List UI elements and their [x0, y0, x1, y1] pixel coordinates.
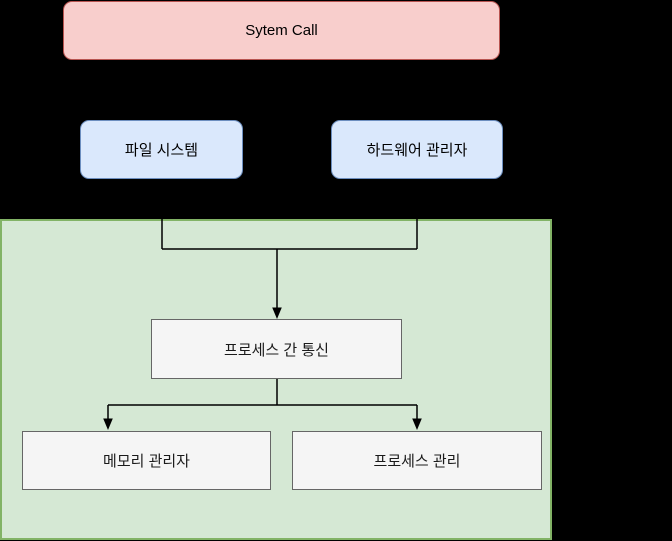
node-memory-manager-label: 메모리 관리자: [103, 453, 190, 470]
node-hardware-manager-label: 하드웨어 관리자: [366, 142, 468, 159]
node-ipc-label: 프로세스 간 통신: [224, 341, 329, 359]
node-ipc: 프로세스 간 통신: [151, 319, 402, 379]
node-file-system-label: 파일 시스템: [124, 142, 199, 159]
node-process-manager-label: 프로세스 관리: [373, 453, 461, 470]
node-process-manager: 프로세스 관리: [292, 431, 542, 490]
node-system-call-label: Sytem Call: [245, 22, 318, 39]
node-hardware-manager: 하드웨어 관리자: [331, 120, 503, 179]
node-memory-manager: 메모리 관리자: [22, 431, 271, 490]
node-file-system: 파일 시스템: [80, 120, 243, 179]
node-system-call: Sytem Call: [63, 1, 500, 60]
kernel-container-region: [0, 219, 552, 540]
